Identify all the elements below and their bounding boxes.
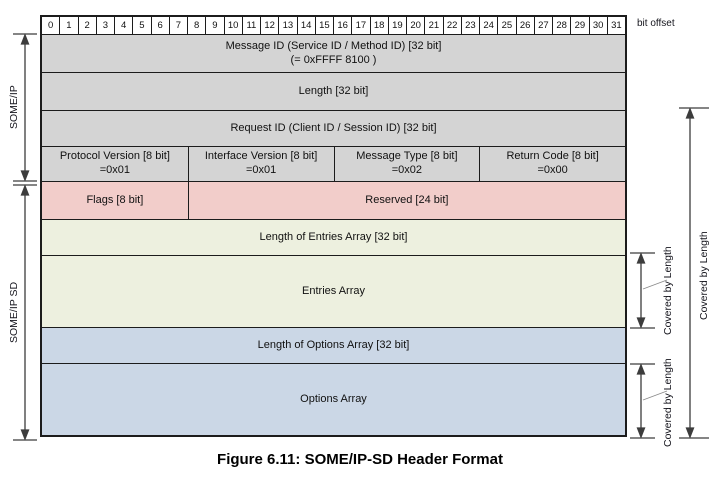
row-length-entries-array: Length of Entries Array [32 bit] [42, 219, 625, 255]
row-length: Length [32 bit] [42, 72, 625, 110]
row-request-id: Request ID (Client ID / Session ID) [32 … [42, 110, 625, 146]
bit-offset-cell: 6 [150, 17, 169, 34]
field-return-code: Return Code [8 bit] =0x00 [479, 147, 625, 181]
field-label: Length of Entries Array [32 bit] [259, 230, 408, 243]
field-label: Message Type [8 bit] [356, 150, 458, 163]
someip-span-label: SOME/IP [8, 85, 20, 129]
bit-offset-cell: 14 [296, 17, 315, 34]
field-value: =0x00 [537, 164, 568, 176]
row-options-array: Options Array [42, 363, 625, 435]
bit-offset-cell: 16 [333, 17, 351, 34]
row-entries-array: Entries Array [42, 255, 625, 327]
field-protocol-version: Protocol Version [8 bit] =0x01 [42, 147, 188, 181]
bit-offset-cell: 15 [314, 17, 333, 34]
bit-offset-cell: 31 [606, 17, 625, 34]
field-label: Reserved [24 bit] [365, 193, 449, 206]
bit-offset-axis-label: bit offset [637, 18, 675, 29]
bit-offset-cell: 11 [241, 17, 260, 34]
bit-offset-cell: 22 [442, 17, 461, 34]
bit-offset-cell: 0 [47, 19, 54, 31]
bit-offset-cell: 4 [114, 17, 132, 34]
bit-offset-cell: 3 [95, 17, 114, 34]
row-message-id: Message ID (Service ID / Method ID) [32 … [42, 34, 625, 72]
field-label: Protocol Version [8 bit] [59, 150, 170, 163]
bit-offset-cell: 1 [59, 17, 77, 34]
bit-offset-cell: 18 [369, 17, 388, 34]
bit-offset-cell: 24 [479, 17, 497, 34]
field-value: =0x01 [245, 164, 277, 176]
arrowhead-options-down [636, 427, 646, 439]
field-reserved: Reserved [24 bit] [187, 182, 625, 219]
field-message-id: Message ID (Service ID / Method ID) [32 … [226, 35, 442, 72]
row-flags-reserved: Flags [8 bit] Reserved [24 bit] [42, 181, 625, 219]
bit-offset-cell: 23 [460, 17, 479, 34]
arrowhead-options-up [636, 363, 646, 375]
bit-offset-cell: 13 [278, 17, 296, 34]
bit-offset-cell: 12 [260, 17, 278, 34]
field-label: Options Array [300, 392, 367, 405]
field-label: Entries Array [302, 284, 365, 297]
arrowhead-entries-up [636, 252, 646, 264]
arrowhead-sd-up [20, 184, 30, 196]
field-flags: Flags [8 bit] [42, 182, 188, 219]
field-label: Flags [8 bit] [86, 193, 144, 206]
bit-offset-cell: 2 [77, 17, 96, 34]
bit-offset-cell: 28 [552, 17, 570, 34]
field-value: =0x02 [391, 164, 423, 176]
field-label: Message ID (Service ID / Method ID) [32 … [225, 39, 442, 52]
field-label: Return Code [8 bit] [506, 150, 599, 163]
arrowhead-someip-down [20, 170, 30, 182]
covered-by-length-total-label: Covered by Length [698, 231, 710, 320]
arrowhead-entries-down [636, 317, 646, 329]
covered-by-length-entries-label: Covered by Length [662, 246, 674, 335]
figure-caption: Figure 6.11: SOME/IP-SD Header Format [217, 451, 503, 468]
field-value: =0x01 [99, 164, 131, 176]
bit-offset-cell: 7 [168, 17, 187, 34]
bit-offset-cell: 19 [387, 17, 406, 34]
field-label: Length [32 bit] [298, 84, 369, 97]
bit-offset-cell: 29 [570, 17, 588, 34]
row-length-options-array: Length of Options Array [32 bit] [42, 327, 625, 363]
field-label: Length of Options Array [32 bit] [257, 338, 410, 351]
field-label: Interface Version [8 bit] [204, 150, 318, 163]
field-message-type: Message Type [8 bit] =0x02 [333, 147, 480, 181]
arrowhead-sd-down [20, 429, 30, 441]
covered-by-length-options-label: Covered by Length [662, 358, 674, 447]
bit-offset-cell: 17 [351, 17, 369, 34]
bit-offset-cell: 20 [406, 17, 424, 34]
field-value: (= 0xFFFF 8100 ) [290, 53, 377, 66]
arrowhead-someip-up [20, 33, 30, 45]
bit-offset-cell: 10 [223, 17, 242, 34]
bit-offset-cell: 21 [424, 17, 442, 34]
arrowhead-total-down [685, 427, 695, 439]
field-label: Request ID (Client ID / Session ID) [32 … [230, 121, 437, 134]
bit-offset-cell: 8 [187, 17, 205, 34]
bit-offset-cell: 30 [588, 17, 607, 34]
field-interface-version: Interface Version [8 bit] =0x01 [187, 147, 334, 181]
row-versions: Protocol Version [8 bit] =0x01 Interface… [42, 146, 625, 181]
arrowhead-total-up [685, 107, 695, 119]
someip-sd-span-label: SOME/IP SD [8, 281, 20, 343]
bit-offset-cell: 25 [497, 17, 515, 34]
bit-offset-cell: 27 [533, 17, 552, 34]
bit-offset-cell: 5 [132, 17, 150, 34]
bit-offset-cell: 26 [515, 17, 534, 34]
bit-offset-cell: 9 [205, 17, 223, 34]
